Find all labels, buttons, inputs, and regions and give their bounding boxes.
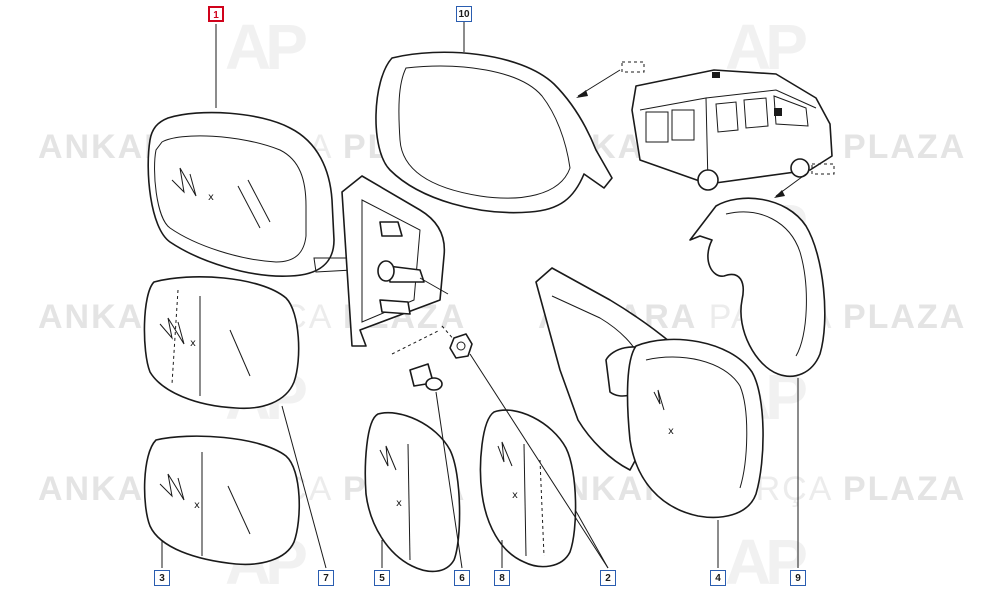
glass-mark-x: x [194,500,200,511]
glass-mark-x: x [208,192,214,203]
part-6-fastener-nut[interactable] [449,333,609,569]
part-5-mirror-glass[interactable]: x [364,412,461,573]
part-6-fastener-screw[interactable] [391,325,463,569]
callout-4[interactable]: 4 [710,570,726,586]
callout-3[interactable]: 3 [154,570,170,586]
callout-7[interactable]: 7 [318,570,334,586]
callout-10[interactable]: 10 [456,6,472,22]
callout-8[interactable]: 8 [494,570,510,586]
glass-mark-x: x [396,498,402,509]
callout-1[interactable]: 1 [208,6,224,22]
callout-6[interactable]: 6 [454,570,470,586]
callout-2[interactable]: 2 [600,570,616,586]
van-illustration [631,69,833,191]
glass-mark-x: x [668,426,674,437]
part-1-mirror-assembly[interactable]: x [147,24,449,347]
glass-mark-x: x [512,490,518,501]
glass-mark-x: x [190,338,196,349]
part-3-mirror-glass[interactable]: x [143,435,301,568]
part-7-mirror-glass[interactable]: x [143,276,327,569]
part-9-right-mirror-cover[interactable] [689,197,826,568]
part-4-right-mirror[interactable]: x [626,338,764,568]
callout-9[interactable]: 9 [790,570,806,586]
part-8-mirror-glass[interactable]: x [479,409,577,568]
view-arrow-upper [576,61,645,98]
callout-5[interactable]: 5 [374,570,390,586]
view-arrow-lower [774,163,835,198]
part-10-mirror-cover[interactable] [375,22,613,214]
